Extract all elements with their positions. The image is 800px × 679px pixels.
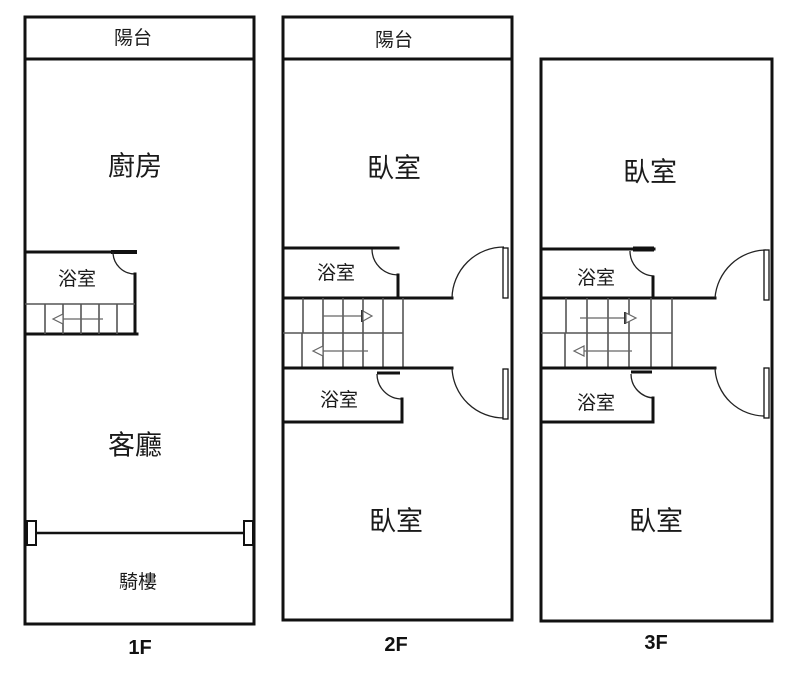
floor-label-1f: 1F [128,637,151,659]
bathroom-lower-door-swing [630,373,655,399]
floor-2f: 陽台 臥室 浴室 浴室 臥室 2F [281,15,514,656]
stair-down-arrow-icon [572,345,585,357]
floor-3f-outline [539,57,774,623]
floor-label-3f: 3F [644,632,667,654]
room-bedroom-rear: 臥室 [629,507,683,538]
room-bedroom-front: 臥室 [367,154,421,185]
room-bathroom-lower: 浴室 [320,389,358,411]
floor-1f-outline [23,15,256,626]
bedroom-front-door-swing [714,249,767,299]
bedroom-rear-door-swing [451,367,505,419]
bathroom-upper-door-swing [371,248,399,276]
column-right [243,520,254,546]
stair-up-arrow-icon [625,312,638,324]
stair-1f [44,304,118,334]
room-bathroom-lower: 浴室 [577,392,615,414]
bedroom-front-door-swing [451,246,505,299]
floor-3f: 臥室 浴室 浴室 臥室 3F [539,57,774,654]
room-kitchen: 廚房 [108,152,162,183]
stair-down-arrow-icon [311,345,324,357]
room-balcony: 陽台 [114,27,152,49]
stair-arrow-icon [51,313,64,325]
bedroom-front-door-leaf [502,247,509,299]
bathroom-lower-door-swing [376,373,403,400]
room-bedroom-rear: 臥室 [369,507,423,538]
room-balcony: 陽台 [375,29,413,51]
bathroom-door-swing [112,251,136,275]
floor-1f: 陽台 廚房 浴室 客廳 騎樓 1F [23,15,256,659]
stair-3f [541,298,673,368]
room-bathroom-upper: 浴室 [317,262,355,284]
room-bedroom-front: 臥室 [623,158,677,189]
bedroom-front-door-leaf [763,249,770,301]
room-bathroom: 浴室 [58,268,96,290]
floor-2f-outline [281,15,514,622]
floor-label-2f: 2F [384,634,407,656]
room-bathroom-upper: 浴室 [577,267,615,289]
stair-up-arrow-icon [362,309,374,323]
bedroom-rear-door-swing [714,367,767,417]
stair-2f [283,298,404,368]
column-left [26,520,37,546]
bathroom-upper-door-swing [629,250,655,277]
bedroom-rear-door-leaf [502,368,509,420]
bedroom-rear-door-leaf [763,367,770,419]
room-arcade: 騎樓 [119,571,157,593]
room-living-room: 客廳 [108,431,162,462]
